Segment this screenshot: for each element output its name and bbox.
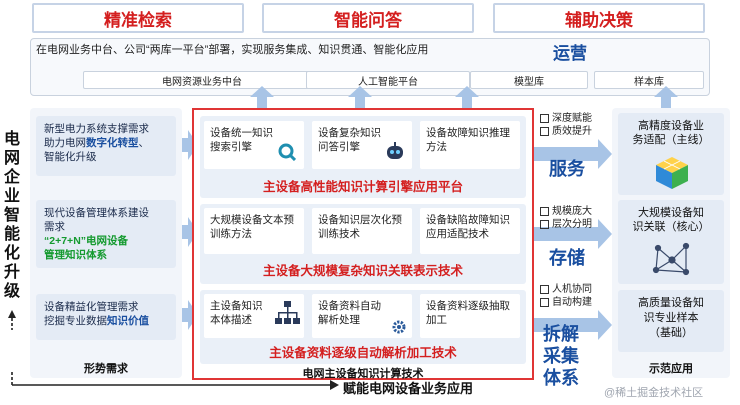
- right-card3-text: 高质量设备知识专业样本（基础）: [638, 297, 704, 339]
- cell-fault-adaptation: 设备缺陷故障知识应用适配技术: [420, 208, 520, 254]
- tag-clear-hierarchy: 层次分明: [540, 218, 610, 231]
- cell-fault-reasoning: 设备故障知识推理方法: [420, 121, 520, 169]
- chip-model-library: 模型库: [470, 71, 588, 89]
- layer2-title: 主设备大规模复杂知识关联表示技术: [262, 264, 463, 278]
- network-icon: [652, 240, 692, 280]
- cube-icon: [654, 155, 690, 191]
- cell-unified-search: 设备统一知识搜索引擎: [204, 121, 304, 169]
- left-column-footer: 形势需求: [84, 363, 128, 375]
- center-footer: 电网主设备知识计算技术: [302, 368, 424, 380]
- chip-sample-library: 样本库: [594, 71, 704, 89]
- cell-hierarchical-pretraining: 设备知识层次化预训练技术: [312, 208, 412, 254]
- gear-icon: [392, 320, 406, 334]
- tag-human-machine: 人机协同: [540, 283, 610, 296]
- cell-complex-qa: 设备复杂知识问答引擎: [312, 121, 412, 169]
- chip-grid-resource-platform: 电网资源业务中台: [83, 71, 321, 89]
- top-button-smart-qa[interactable]: 智能问答: [262, 3, 474, 33]
- cell-stepwise-extraction: 设备资料逐级抽取加工: [420, 294, 520, 338]
- robot-icon: [384, 141, 406, 163]
- top-button-precise-search[interactable]: 精准检索: [32, 3, 244, 33]
- tag-auto-construct: 自动构建: [540, 296, 610, 309]
- group-storage: 规模庞大 层次分明 存储: [540, 205, 610, 269]
- top-button-decision-support[interactable]: 辅助决策: [493, 3, 705, 33]
- up-arrow-2: [348, 86, 372, 108]
- cell-auto-parse: 设备资料自动解析处理: [312, 294, 412, 338]
- tag-deep-empower: 深度赋能: [540, 112, 610, 125]
- center-tech-panel: 设备统一知识搜索引擎 设备复杂知识问答引擎 设备故障知识推理方法 主设备高性能知…: [192, 108, 534, 380]
- left-card-management-system: 现代设备管理体系建设 需求 “2+7+N”电网设备 管理知识体系: [36, 200, 176, 268]
- operations-description: 在电网业务中台、公司“两库一平台”部署，实现服务集成、知识贯通、智能化应用: [36, 44, 429, 56]
- right-arrow-right-3: [534, 310, 612, 340]
- layer1-title: 主设备高性能知识计算引擎应用平台: [262, 180, 463, 194]
- bottom-label: 赋能电网设备业务应用: [343, 381, 474, 396]
- left-vertical-title: 电网企业智能化升级: [3, 131, 20, 300]
- right-card-large-scale: 大规模设备知识关联（核心）: [618, 200, 724, 284]
- hierarchy-icon: [274, 300, 300, 326]
- chip-ai-platform: 人工智能平台: [306, 71, 470, 89]
- right-arrow-right-1: [534, 139, 612, 169]
- right-column: 高精度设备业务适配（主线） 大规模设备知识关联（核心） 高质量设备知识专业样本（…: [612, 108, 730, 378]
- tag-quality-efficiency: 质效提升: [540, 125, 610, 138]
- layer-auto-parsing: 主设备知识本体描述 设备资料自动解析处理 设备资料逐级抽取加工 主设备资料逐级自…: [200, 290, 526, 364]
- right-column-footer: 示范应用: [649, 363, 693, 375]
- left-card-lean-management: 设备精益化管理需求 挖掘专业数据知识价值: [36, 294, 176, 340]
- up-arrow-4: [654, 86, 678, 108]
- right-card-high-quality: 高质量设备知识专业样本（基础）: [618, 290, 724, 352]
- right-card2-text: 大规模设备知识关联（核心）: [632, 207, 710, 233]
- word-service: 服务: [549, 159, 585, 179]
- layer-compute-engine: 设备统一知识搜索引擎 设备复杂知识问答引擎 设备故障知识推理方法 主设备高性能知…: [200, 116, 526, 198]
- up-arrow-3: [455, 86, 479, 108]
- layer3-title: 主设备资料逐级自动解析加工技术: [269, 346, 457, 360]
- tag-large-scale: 规模庞大: [540, 205, 610, 218]
- group-collection: 人机协同 自动构建 拆解采集体系: [540, 283, 610, 389]
- word-storage: 存储: [549, 248, 585, 268]
- operations-label: 运营: [553, 44, 587, 63]
- group-service: 深度赋能 质效提升 服务: [540, 112, 610, 180]
- up-arrow-1: [250, 86, 274, 108]
- right-card1-text: 高精度设备业务适配（主线）: [632, 120, 710, 146]
- layer-association-representation: 大规模设备文本预训练方法 设备知识层次化预训练技术 设备缺陷故障知识应用适配技术…: [200, 204, 526, 284]
- bottom-arrow-head: [330, 380, 339, 390]
- search-icon: [278, 143, 297, 162]
- left-column: 新型电力系统支撑需求 助力电网数字化转型、 智能化升级 现代设备管理体系建设 需…: [30, 108, 182, 378]
- word-collection: 拆解采集体系: [543, 324, 579, 388]
- right-arrow-right-2: [534, 219, 612, 249]
- right-card-high-precision: 高精度设备业务适配（主线）: [618, 113, 724, 195]
- left-card-power-system: 新型电力系统支撑需求 助力电网数字化转型、 智能化升级: [36, 116, 176, 176]
- cell-ontology-description: 主设备知识本体描述: [204, 294, 304, 338]
- watermark: @稀土掘金技术社区: [604, 387, 704, 399]
- cell-text-pretraining: 大规模设备文本预训练方法: [204, 208, 304, 254]
- left-up-arrow-head: [8, 310, 16, 318]
